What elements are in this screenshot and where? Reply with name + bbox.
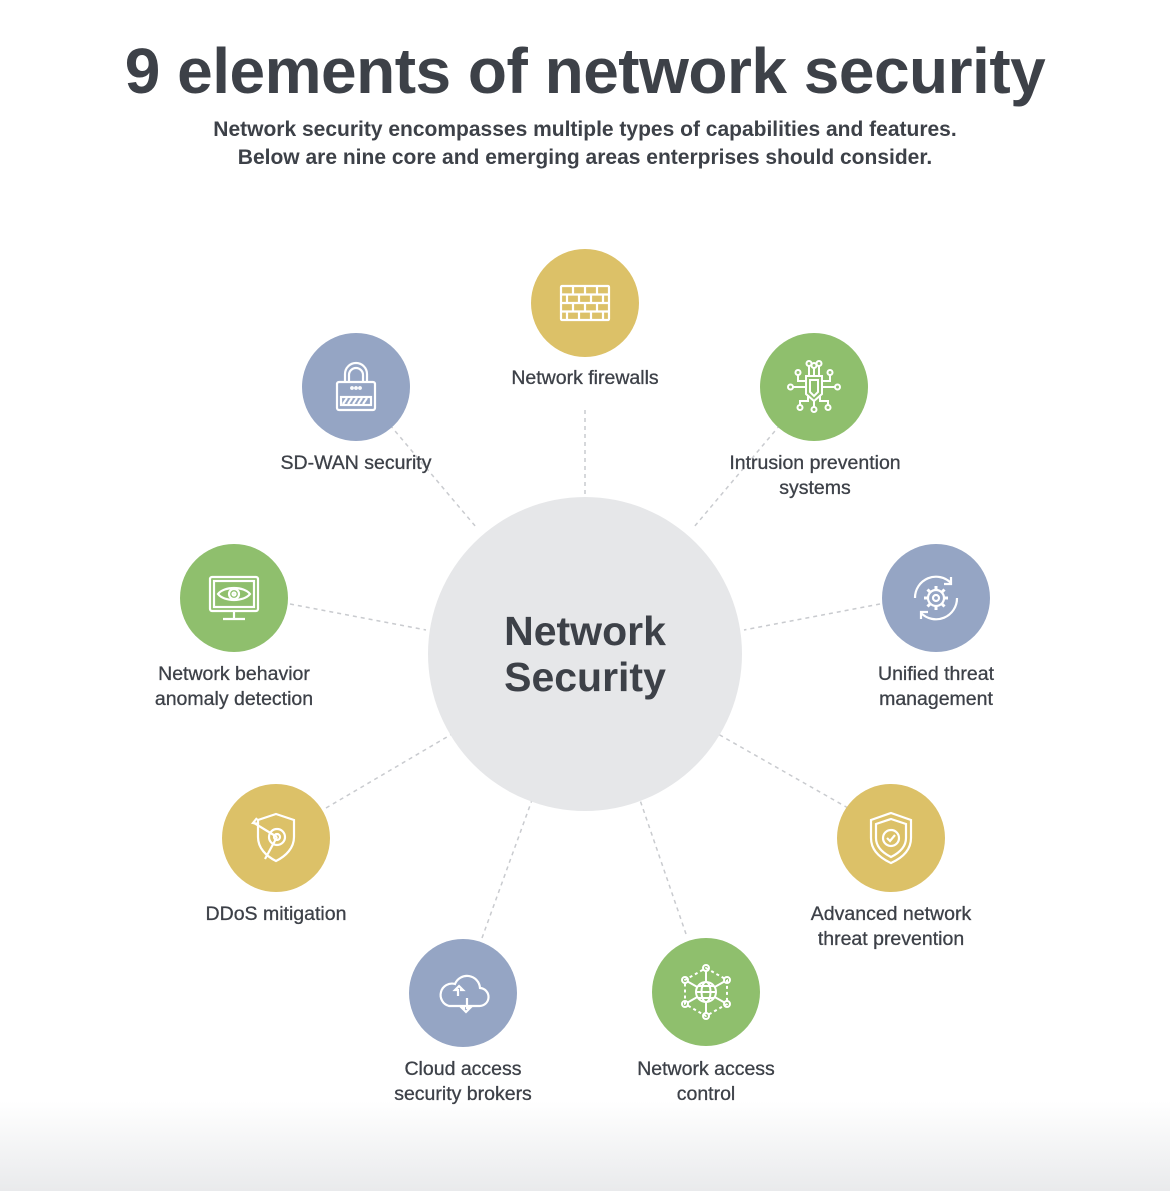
ddos-circle — [222, 784, 330, 892]
atp-label-line-1: Advanced network — [810, 903, 972, 925]
nac-label-line-1: Network access — [637, 1058, 775, 1080]
ips-label: Intrusion prevention systems — [685, 451, 945, 501]
casb-label-line-1: Cloud access — [404, 1058, 522, 1080]
utm-label-line-1: Unified threat — [878, 663, 994, 685]
casb-circle — [409, 939, 517, 1047]
nac-label: Network access control — [576, 1057, 836, 1107]
atp-label-line-2: threat prevention — [817, 928, 965, 950]
globe-network-icon — [681, 964, 731, 1020]
ddos-label: DDoS mitigation — [146, 902, 406, 927]
sdwan-label: SD-WAN security — [226, 451, 486, 476]
padlock-icon — [335, 361, 377, 412]
subtitle-line-1: Network security encompasses multiple ty… — [213, 118, 957, 141]
cloud-sync-icon — [439, 974, 490, 1014]
firewalls-circle — [531, 249, 639, 357]
firewalls-label: Network firewalls — [455, 366, 715, 391]
ips-circle — [760, 333, 868, 441]
ips-label-line-2: systems — [779, 477, 851, 499]
ips-label-line-1: Intrusion prevention — [729, 452, 901, 474]
sdwan-circle — [302, 333, 410, 441]
gear-cycle-icon — [913, 575, 959, 621]
connector-atp — [717, 733, 849, 809]
connector-casb — [481, 799, 533, 939]
nac-circle — [652, 938, 760, 1046]
firewalls-label-line-1: Network firewalls — [511, 367, 659, 389]
nbad-label: Network behavior anomaly detection — [104, 662, 364, 712]
shield-check-icon — [869, 811, 913, 865]
circuit-shield-icon — [787, 360, 841, 413]
ddos-label-line-1: DDoS mitigation — [205, 903, 347, 925]
utm-circle — [882, 544, 990, 652]
utm-label-line-2: management — [879, 688, 993, 710]
connector-ddos — [325, 733, 453, 809]
connector-ips — [693, 424, 781, 528]
sdwan-label-line-1: SD-WAN security — [280, 452, 432, 474]
page-title: 9 elements of network security — [124, 35, 1046, 107]
utm-label: Unified threat management — [806, 662, 1066, 712]
connector-utm — [743, 603, 881, 631]
nbad-label-line-2: anomaly detection — [154, 688, 314, 710]
hub-circle: Network Security — [428, 497, 742, 811]
casb-label: Cloud access security brokers — [333, 1057, 593, 1107]
casb-label-line-2: security brokers — [394, 1083, 532, 1105]
target-shield-icon — [250, 812, 296, 863]
hub-label-line-1: Network — [504, 608, 666, 654]
subtitle-line-2: Below are nine core and emerging areas e… — [237, 146, 933, 169]
brick-wall-icon — [559, 284, 611, 322]
nac-label-line-2: control — [676, 1083, 736, 1105]
connector-sdwan — [389, 424, 477, 528]
connector-nbad — [289, 603, 427, 631]
monitor-eye-icon — [208, 575, 260, 621]
atp-label: Advanced network threat prevention — [761, 902, 1021, 952]
page-subtitle: Network security encompasses multiple ty… — [0, 116, 1170, 172]
nbad-label-line-1: Network behavior — [158, 663, 310, 685]
nbad-circle — [180, 544, 288, 652]
hub-label-line-2: Security — [504, 654, 666, 700]
hub-label: Network Security — [504, 608, 666, 700]
connector-nac — [639, 799, 687, 935]
bottom-fade — [0, 1101, 1170, 1191]
atp-circle — [837, 784, 945, 892]
